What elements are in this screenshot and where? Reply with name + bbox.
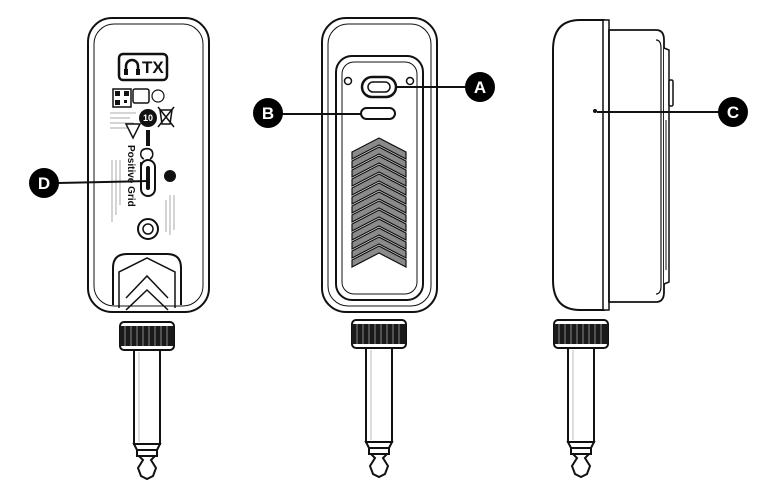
logo-text: TX	[142, 58, 164, 77]
brand-text: Positive Grid	[125, 145, 136, 207]
cert-circle-icon	[151, 89, 165, 103]
speaker-grille	[351, 137, 407, 268]
recycle-triangle-icon	[124, 123, 142, 140]
power-button	[360, 75, 398, 99]
callout-b-label: B	[262, 104, 274, 123]
cert-mark-icon	[132, 88, 150, 104]
callout-c-label: C	[727, 103, 739, 122]
mic-hole	[593, 109, 597, 113]
level-mark: 10	[143, 113, 153, 123]
callout-d: D	[29, 168, 149, 198]
small-print	[110, 112, 175, 235]
jack-plug-right	[553, 319, 609, 478]
side-switch	[668, 79, 674, 107]
jack-plug-left	[119, 321, 175, 480]
bar-mark-icon	[146, 130, 150, 146]
tx-logo: TX	[117, 52, 169, 82]
led-right	[405, 76, 415, 86]
callout-a: A	[396, 72, 495, 102]
logo-dot-icon	[164, 170, 176, 182]
led-left	[343, 76, 353, 86]
callout-c: C	[597, 97, 748, 127]
jack-plug-middle	[351, 319, 407, 478]
level-badge-icon: 10	[139, 109, 157, 127]
headphones-icon	[124, 58, 140, 72]
callout-d-label: D	[38, 174, 50, 193]
qr-code-icon	[112, 88, 132, 108]
side-view	[552, 19, 674, 478]
crossed-bin-icon	[157, 106, 175, 128]
callout-a-label: A	[474, 78, 486, 97]
back-view: TX 10	[87, 17, 210, 480]
front-view	[321, 17, 438, 478]
indicator-bar	[360, 107, 396, 120]
callout-b: B	[253, 98, 361, 128]
